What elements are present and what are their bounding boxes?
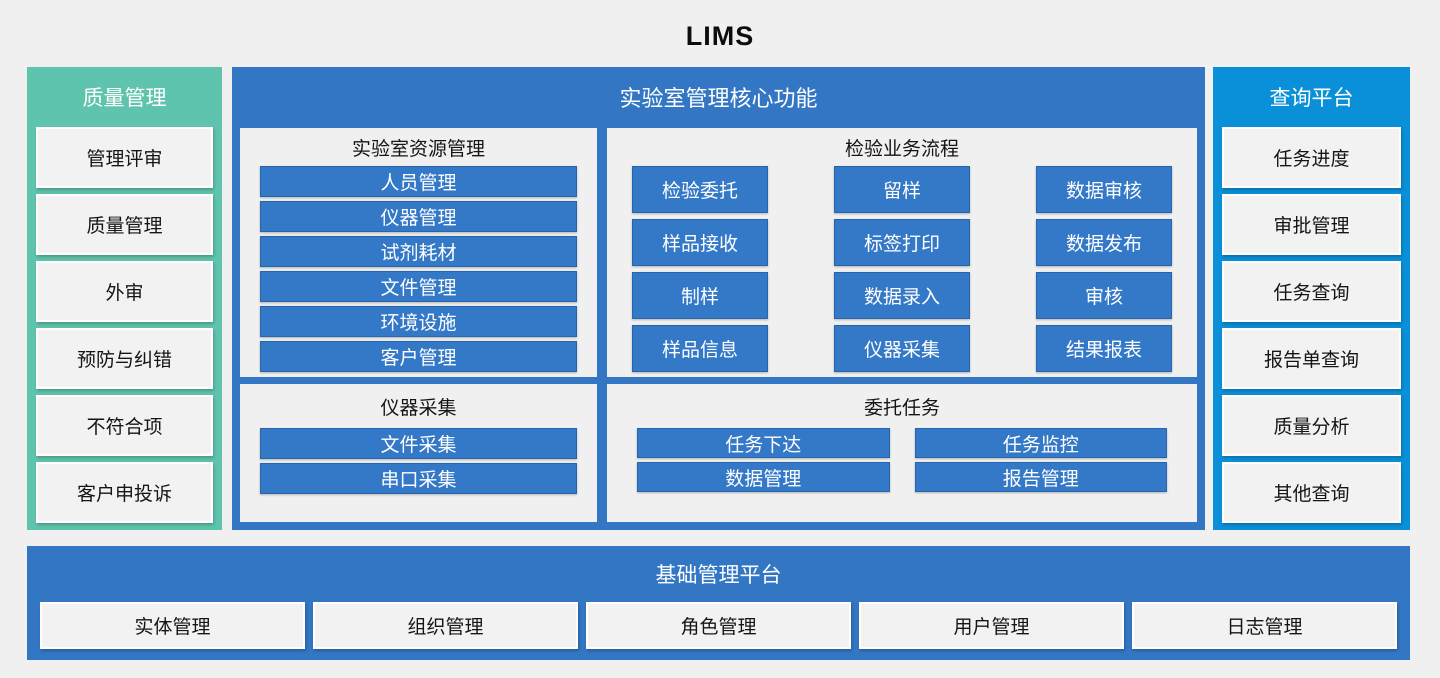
query-item: 任务进度	[1222, 127, 1401, 188]
delegation-item: 任务监控	[914, 428, 1167, 458]
process-item: 制样	[632, 272, 768, 319]
instrument-collection-subpanel: 仪器采集 文件采集 串口采集	[240, 384, 597, 522]
process-item: 审核	[1036, 272, 1172, 319]
delegation-task-subpanel: 委托任务 任务下达 任务监控 数据管理 报告管理	[607, 384, 1197, 522]
process-item: 样品接收	[632, 219, 768, 266]
delegation-item-grid: 任务下达 任务监控 数据管理 报告管理	[607, 428, 1197, 492]
resource-item: 人员管理	[260, 166, 577, 197]
query-platform-panel: 查询平台 任务进度 审批管理 任务查询 报告单查询 质量分析 其他查询	[1213, 67, 1410, 530]
resource-item-list: 人员管理 仪器管理 试剂耗材 文件管理 环境设施 客户管理	[240, 166, 597, 372]
quality-item: 管理评审	[36, 127, 213, 188]
query-item: 质量分析	[1222, 395, 1401, 456]
core-panel-grid: 实验室资源管理 人员管理 仪器管理 试剂耗材 文件管理 环境设施 客户管理 检验…	[240, 128, 1197, 522]
process-item-grid: 检验委托 留样 数据审核 样品接收 标签打印 数据发布 制样 数据录入 审核 样…	[607, 166, 1197, 372]
process-item: 留样	[834, 166, 970, 213]
process-item: 标签打印	[834, 219, 970, 266]
process-item: 结果报表	[1036, 325, 1172, 372]
quality-panel-title: 质量管理	[82, 87, 167, 110]
process-item: 样品信息	[632, 325, 768, 372]
resource-item: 试剂耗材	[260, 236, 577, 267]
query-item: 报告单查询	[1222, 328, 1401, 389]
platform-item: 日志管理	[1132, 602, 1397, 649]
quality-management-panel: 质量管理 管理评审 质量管理 外审 预防与纠错 不符合项 客户申投诉	[27, 67, 222, 530]
query-item: 审批管理	[1222, 194, 1401, 255]
base-platform-item-list: 实体管理 组织管理 角色管理 用户管理 日志管理	[27, 602, 1410, 649]
delegation-item: 任务下达	[637, 428, 890, 458]
core-panel-title: 实验室管理核心功能	[619, 86, 818, 111]
query-item-list: 任务进度 审批管理 任务查询 报告单查询 质量分析 其他查询	[1213, 127, 1410, 523]
quality-item-list: 管理评审 质量管理 外审 预防与纠错 不符合项 客户申投诉	[27, 127, 222, 523]
resource-item: 文件管理	[260, 271, 577, 302]
process-item: 检验委托	[632, 166, 768, 213]
query-item: 其他查询	[1222, 462, 1401, 523]
quality-item: 客户申投诉	[36, 462, 213, 523]
collection-item: 串口采集	[260, 463, 577, 494]
quality-item: 质量管理	[36, 194, 213, 255]
resource-subpanel-title: 实验室资源管理	[351, 138, 485, 160]
platform-item: 组织管理	[313, 602, 578, 649]
quality-item: 预防与纠错	[36, 328, 213, 389]
base-platform-bar: 基础管理平台 实体管理 组织管理 角色管理 用户管理 日志管理	[27, 546, 1410, 660]
collection-item-list: 文件采集 串口采集	[240, 428, 597, 494]
query-panel-title: 查询平台	[1269, 87, 1354, 110]
process-subpanel-title: 检验业务流程	[844, 138, 959, 160]
delegation-item: 数据管理	[637, 462, 890, 492]
collection-subpanel-title: 仪器采集	[380, 397, 457, 419]
collection-item: 文件采集	[260, 428, 577, 459]
process-item: 仪器采集	[834, 325, 970, 372]
delegation-subpanel-title: 委托任务	[863, 397, 940, 419]
delegation-item: 报告管理	[914, 462, 1167, 492]
platform-item: 角色管理	[586, 602, 851, 649]
resource-item: 客户管理	[260, 341, 577, 372]
resource-item: 仪器管理	[260, 201, 577, 232]
process-item: 数据发布	[1036, 219, 1172, 266]
quality-item: 外审	[36, 261, 213, 322]
base-platform-title: 基础管理平台	[655, 564, 782, 587]
process-item: 数据审核	[1036, 166, 1172, 213]
diagram-title: LIMS	[685, 21, 755, 51]
quality-item: 不符合项	[36, 395, 213, 456]
core-functions-panel: 实验室管理核心功能 实验室资源管理 人员管理 仪器管理 试剂耗材 文件管理 环境…	[232, 67, 1205, 530]
query-item: 任务查询	[1222, 261, 1401, 322]
platform-item: 实体管理	[40, 602, 305, 649]
resource-item: 环境设施	[260, 306, 577, 337]
platform-item: 用户管理	[859, 602, 1124, 649]
process-item: 数据录入	[834, 272, 970, 319]
resource-management-subpanel: 实验室资源管理 人员管理 仪器管理 试剂耗材 文件管理 环境设施 客户管理	[240, 128, 597, 377]
inspection-process-subpanel: 检验业务流程 检验委托 留样 数据审核 样品接收 标签打印 数据发布 制样 数据…	[607, 128, 1197, 377]
